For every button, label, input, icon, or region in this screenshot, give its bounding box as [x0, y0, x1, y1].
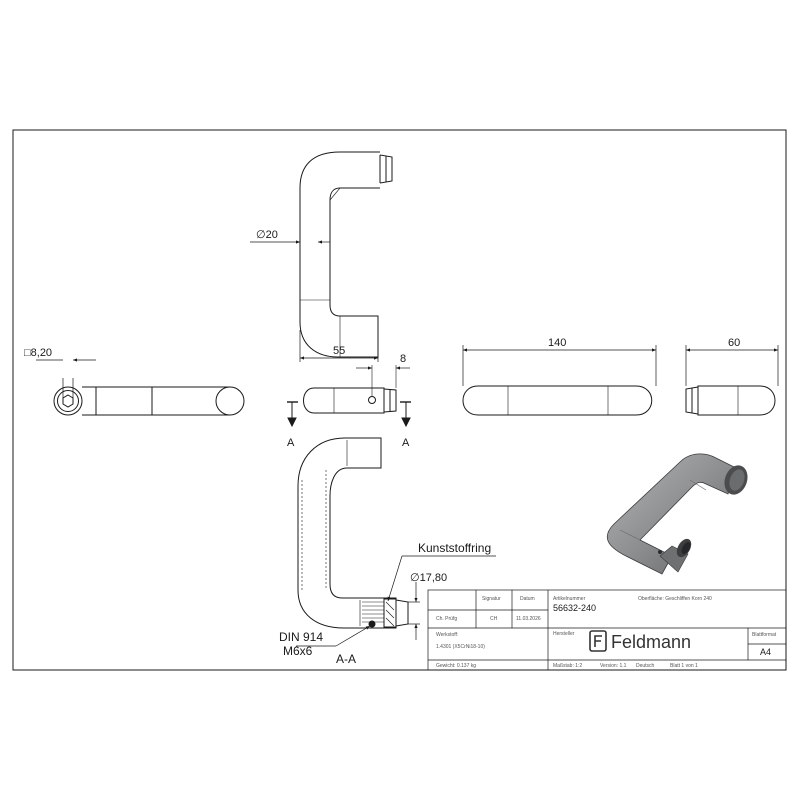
dim-label-square-8-20: □8,20	[24, 347, 52, 359]
label-kunststoffring: Kunststoffring	[418, 541, 491, 555]
tb-werkstoff: 1.4301 (X5CrNi18-10)	[436, 644, 485, 650]
dim-label-60: 60	[728, 337, 740, 349]
section-view-a-a	[297, 437, 409, 629]
section-cut-markers	[287, 401, 411, 428]
tb-massstab: Maßstab: 1:2	[553, 663, 582, 669]
tb-blattformat: A4	[760, 647, 771, 657]
handle-3d-render	[606, 453, 748, 575]
tb-version: Version: 1.1	[600, 663, 627, 669]
logo-text: Feldmann	[611, 632, 691, 652]
handle-end-view	[53, 386, 245, 416]
tb-artikelnummer: 56632-240	[553, 603, 596, 613]
tb-sprache: Deutsch	[636, 663, 655, 669]
dim-label-diameter-20: ∅20	[256, 229, 278, 241]
dimension-55	[299, 330, 379, 362]
handle-side-view	[303, 365, 397, 414]
handle-front-view	[299, 151, 393, 358]
tb-blatt: Blatt 1 von 1	[670, 663, 698, 669]
dim-label-8: 8	[400, 353, 406, 365]
section-label-a-right: A	[402, 437, 410, 449]
tb-werkstoff-label: Werkstoff:	[436, 632, 458, 638]
dim-label-diameter-17-80: ∅17,80	[410, 572, 447, 584]
section-label-a-left: A	[287, 437, 295, 449]
dim-label-55: 55	[333, 345, 345, 357]
dimension-diameter-17-80	[408, 582, 420, 640]
handle-short-view-60	[685, 385, 776, 416]
tb-signatur-header: Signatur	[482, 596, 501, 602]
tb-hersteller-label: Hersteller	[553, 631, 575, 637]
dimension-60	[685, 345, 779, 386]
tb-artikelnummer-label: Artikelnummer	[553, 596, 586, 602]
tb-oberflaeche: Oberfläche: Geschliffen Korn 240	[638, 596, 712, 602]
dimension-square-8-20	[36, 358, 96, 398]
tb-blattformat-label: Blattformat	[752, 632, 777, 638]
tb-check-sig: CH	[490, 616, 498, 622]
label-din914: DIN 914	[279, 630, 323, 644]
tb-gewicht: Gewicht: 0.137 kg	[436, 663, 476, 669]
handle-top-view-140	[462, 385, 653, 416]
tb-check-label: Ch. Prüfg	[436, 616, 457, 622]
title-block	[427, 589, 787, 671]
leader-kunststoffring	[387, 555, 496, 602]
feldmann-logo: Feldmann	[589, 630, 691, 652]
dim-label-140: 140	[548, 337, 566, 349]
tb-datum-header: Datum	[520, 596, 535, 602]
label-section-aa: A-A	[336, 652, 356, 666]
leader-din914	[296, 625, 371, 647]
label-m6x6: M6x6	[283, 644, 313, 658]
drawing-frame	[12, 129, 787, 671]
dimension-140	[462, 345, 657, 386]
tb-check-date: 11.03.2026	[516, 616, 541, 622]
